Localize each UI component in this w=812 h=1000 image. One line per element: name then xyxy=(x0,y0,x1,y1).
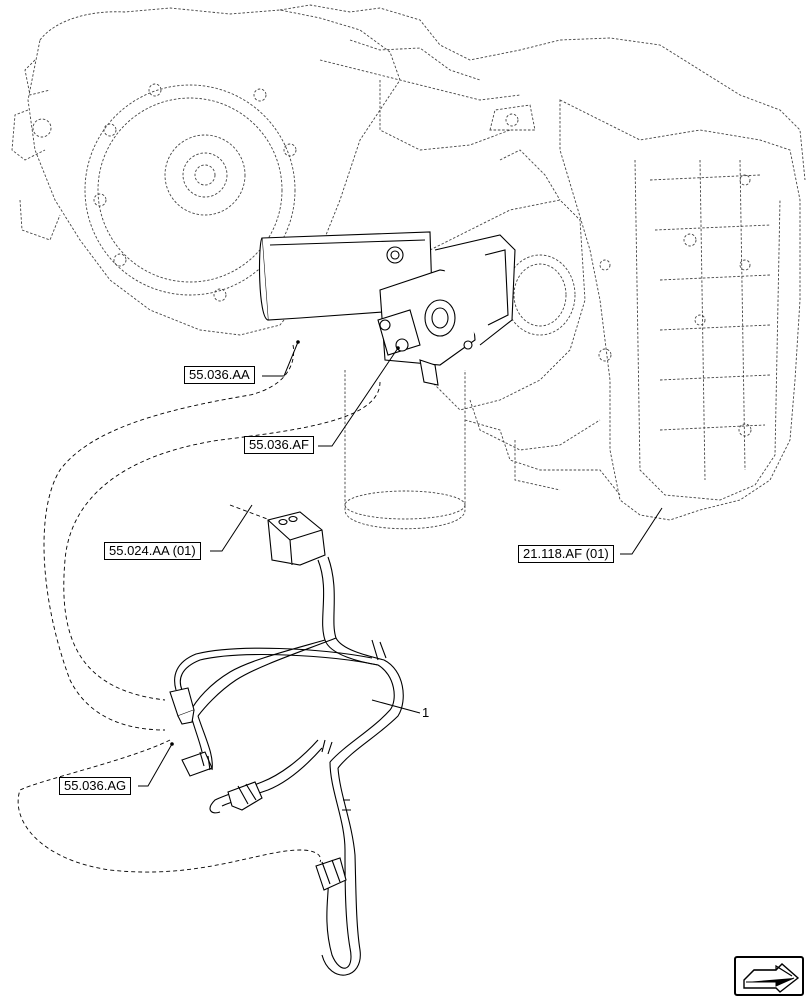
sensor-valve-assembly xyxy=(258,231,516,386)
connection-guides xyxy=(17,344,381,873)
harness-connectors xyxy=(169,511,347,891)
callout-55-036-aa[interactable]: 55.036.AA xyxy=(184,366,255,384)
callout-55-036-af[interactable]: 55.036.AF xyxy=(244,436,314,454)
next-page-arrow-icon xyxy=(743,963,800,993)
next-page-button[interactable] xyxy=(734,956,804,996)
wiring-harness xyxy=(174,556,404,976)
callout-55-024-aa-01[interactable]: 55.024.AA (01) xyxy=(104,542,201,560)
leader-lines xyxy=(138,341,663,787)
item-number-label: 1 xyxy=(422,705,430,720)
callout-55-036-ag[interactable]: 55.036.AG xyxy=(59,777,132,795)
terminal-markers xyxy=(170,340,400,746)
callout-21-118-af-01[interactable]: 21.118.AF (01) xyxy=(518,545,614,563)
